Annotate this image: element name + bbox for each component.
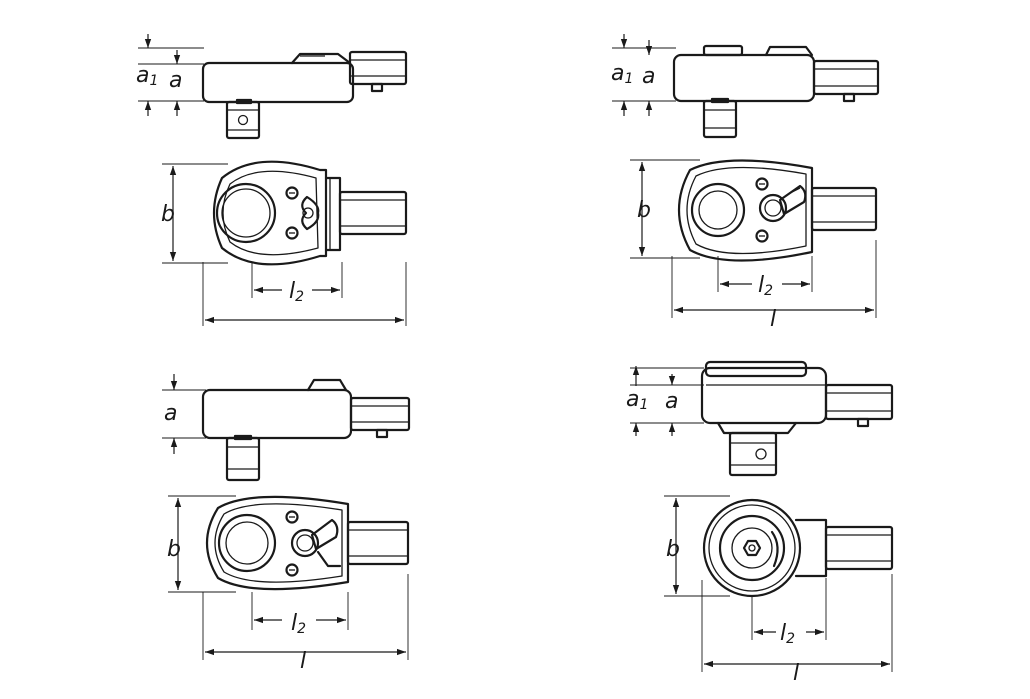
label-l: l bbox=[770, 307, 776, 332]
dimensions-bottom-left bbox=[162, 374, 409, 660]
label-a: a bbox=[169, 68, 182, 93]
label-a: a bbox=[665, 389, 678, 414]
ratchet-d-front-view bbox=[702, 498, 894, 598]
label-l2: l2 bbox=[291, 611, 306, 637]
ratchet-c-front-view bbox=[206, 495, 410, 591]
ratchet-b-side-view bbox=[672, 44, 880, 139]
label-a1: a1 bbox=[136, 63, 158, 89]
ratchet-c-side-view bbox=[201, 378, 411, 482]
label-b: b bbox=[637, 198, 651, 223]
label-l2: l2 bbox=[780, 621, 795, 647]
ratchet-a-front-view bbox=[212, 160, 408, 266]
label-a: a bbox=[642, 64, 655, 89]
dimensions-top-left bbox=[138, 34, 407, 326]
label-a: a bbox=[164, 401, 177, 426]
label-l2: l2 bbox=[289, 279, 304, 305]
label-l: l bbox=[793, 661, 799, 686]
ratchet-b-front-view bbox=[677, 159, 878, 262]
dimensions-bottom-right bbox=[630, 366, 893, 672]
label-b: b bbox=[167, 537, 181, 562]
ratchet-a-side-view bbox=[201, 50, 408, 140]
label-a1: a1 bbox=[611, 61, 633, 87]
dimensions-top-right bbox=[612, 34, 877, 318]
label-b: b bbox=[666, 537, 680, 562]
label-a1: a1 bbox=[626, 387, 648, 413]
label-l: l bbox=[300, 649, 306, 674]
ratchet-d-side-view bbox=[700, 360, 894, 477]
label-b: b bbox=[161, 202, 175, 227]
dimension-labels: a1 a b l2 a1 a b l2 l a b l2 l a1 a b l2… bbox=[136, 61, 799, 686]
label-l2: l2 bbox=[758, 273, 773, 299]
